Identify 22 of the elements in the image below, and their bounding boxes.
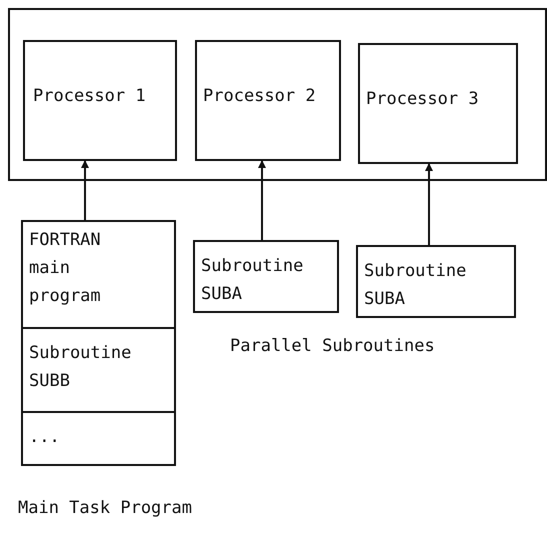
box-label: Subroutine SUBA bbox=[364, 260, 468, 311]
process-box bbox=[21, 220, 176, 329]
arrow bbox=[258, 160, 266, 240]
arrow bbox=[425, 163, 433, 245]
box-label: Processor 3 bbox=[366, 88, 480, 111]
box-label: FORTRAN main program bbox=[29, 229, 102, 308]
process-box bbox=[21, 411, 176, 466]
box-label: Subroutine SUBB bbox=[29, 342, 132, 393]
process-box bbox=[356, 245, 516, 318]
box-label: Processor 1 bbox=[33, 85, 147, 108]
box-label: Subroutine SUBA bbox=[201, 255, 304, 306]
process-box bbox=[358, 43, 518, 164]
group-caption: Parallel Subroutines bbox=[230, 336, 435, 356]
container-box bbox=[8, 8, 547, 181]
arrow bbox=[81, 160, 89, 220]
process-box bbox=[195, 40, 341, 161]
group-caption: Main Task Program bbox=[18, 498, 192, 518]
process-box bbox=[23, 40, 177, 161]
process-box bbox=[193, 240, 339, 313]
process-box bbox=[21, 327, 176, 413]
box-label: Processor 2 bbox=[203, 85, 317, 108]
box-label: ... bbox=[29, 426, 61, 449]
